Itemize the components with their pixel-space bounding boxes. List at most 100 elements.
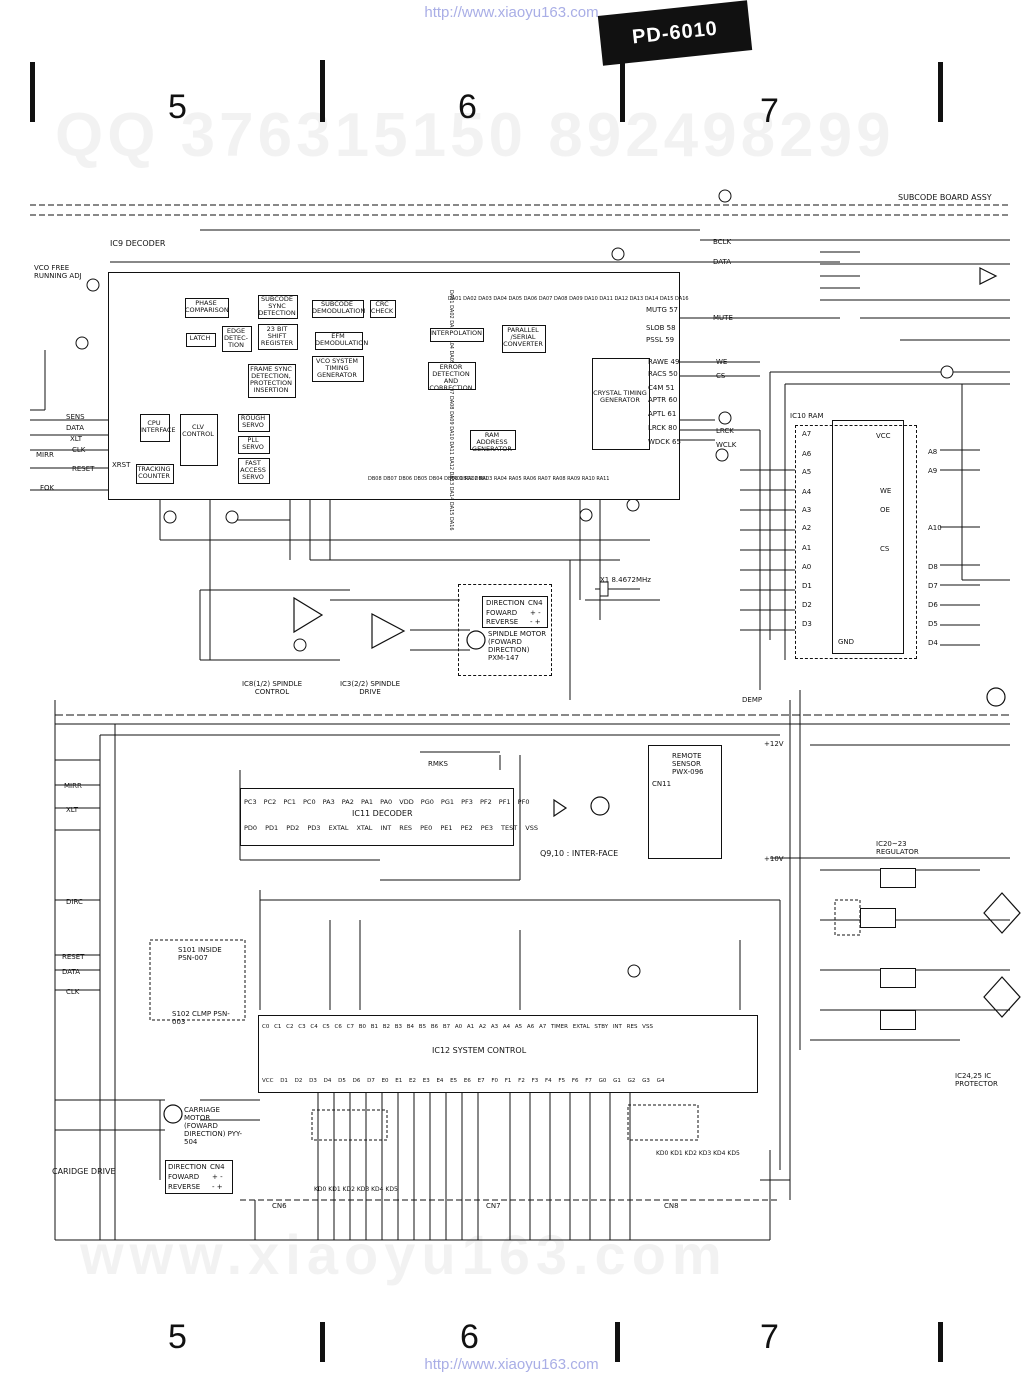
footer-url: http://www.xiaoyu163.com bbox=[424, 1356, 599, 1373]
ic9-block-text: PHASE COMPARISON bbox=[185, 299, 229, 314]
header-url: http://www.xiaoyu163.com bbox=[424, 4, 599, 21]
signal-right: BCLK bbox=[713, 238, 732, 246]
rmks-label: RMKS bbox=[428, 760, 448, 768]
zone-tick bbox=[320, 1322, 325, 1362]
connector-label: CN8 bbox=[664, 1202, 679, 1210]
kd-labels-lower: KD0 KD1 KD2 KD3 KD4 KD5 bbox=[314, 1186, 398, 1193]
direction-table-carriage bbox=[165, 1160, 233, 1194]
plus10v-label: +10V bbox=[764, 855, 784, 863]
signal-right: LRCK bbox=[716, 427, 734, 435]
ic9-data-pins: DB08 DB07 DB06 DB05 DB04 DB03 DB02 DB01 bbox=[368, 476, 489, 482]
ic10-right: OE bbox=[880, 506, 890, 514]
ic10-left: A0 bbox=[802, 563, 812, 571]
ic9-block-text: PARALLEL /SERIAL CONVERTER bbox=[503, 326, 543, 348]
ic9-block-text: CLV CONTROL bbox=[182, 423, 214, 438]
remote-sensor bbox=[648, 745, 722, 859]
ic9-block-crc bbox=[370, 300, 396, 318]
signal-left: XLT bbox=[66, 806, 79, 814]
ic10-left: A1 bbox=[802, 544, 812, 552]
ic9-block-text: EFM DEMODULATION bbox=[315, 332, 369, 347]
ic10-right: CS bbox=[880, 545, 890, 553]
signal-right: WCLK bbox=[716, 441, 737, 449]
direction-row: - + bbox=[530, 618, 541, 626]
ic10-label: IC10 RAM bbox=[790, 412, 824, 420]
plus12v-label: +12V bbox=[764, 740, 784, 748]
signal-right: CS bbox=[716, 372, 726, 380]
ic9-block-text: EDGE DETEC-TION bbox=[223, 327, 249, 349]
ic9-block-clv bbox=[180, 414, 218, 466]
ic9-block-text: VCO SYSTEM TIMING GENERATOR bbox=[315, 357, 359, 379]
ic3-spindle-label: IC3(2/2) SPINDLE DRIVE bbox=[339, 680, 401, 696]
ic9-block-text: PLL SERVO bbox=[242, 436, 264, 451]
ic9-block-text: RAM ADDRESS GENERATOR bbox=[472, 431, 512, 453]
zone-label: 5 bbox=[168, 1318, 187, 1356]
signal-left: RESET bbox=[72, 465, 95, 473]
signal-left: XLT bbox=[70, 435, 83, 443]
signal-right: MUTE bbox=[713, 314, 733, 322]
signal-left: CLK bbox=[72, 446, 86, 454]
ic10-right: A9 bbox=[928, 467, 938, 475]
ic9-block-text: FAST ACCESS SERVO bbox=[240, 459, 266, 481]
ic9-block-vcotiming bbox=[312, 356, 364, 382]
ic10-left: A7 bbox=[802, 430, 812, 438]
ic9-block-crystal bbox=[592, 358, 650, 450]
ic9-block-track bbox=[136, 464, 174, 484]
ic9-pin-right: SLOB 58 bbox=[646, 324, 676, 332]
ic9-block-edge bbox=[222, 326, 252, 352]
direction-row: REVERSE bbox=[168, 1183, 201, 1191]
ic9-pin-right: APTR 60 bbox=[648, 396, 678, 404]
ic10-left: A4 bbox=[802, 488, 812, 496]
ic10-right: D5 bbox=[928, 620, 938, 628]
ic9-block-text: ROUGH SERVO bbox=[240, 414, 266, 429]
ic9-block-text: LATCH bbox=[189, 334, 211, 342]
signal-right: WE bbox=[716, 358, 728, 366]
zone-tick bbox=[30, 62, 35, 122]
ic9-block-latch bbox=[186, 333, 216, 347]
ic24-25-label: IC24,25 IC PROTECTOR bbox=[955, 1072, 998, 1088]
ic9-block-shift bbox=[258, 324, 298, 350]
ic9-block-phase bbox=[185, 298, 229, 318]
ic10-left: A5 bbox=[802, 468, 812, 476]
direction-row: FOWARD bbox=[168, 1173, 200, 1181]
signal-left: MIRR bbox=[64, 782, 82, 790]
direction-header: DIRECTION bbox=[486, 599, 525, 607]
ic10-left: D1 bbox=[802, 582, 812, 590]
ic10-right: D7 bbox=[928, 582, 938, 590]
ic9-block-text: CRC CHECK bbox=[370, 300, 394, 315]
carriage-drive-label: CARIDGE DRIVE bbox=[52, 1167, 116, 1176]
ic11-decoder bbox=[240, 788, 514, 846]
direction-row: - + bbox=[212, 1183, 223, 1191]
ic9-block-error bbox=[428, 362, 476, 390]
ic9-block-rough bbox=[238, 414, 270, 432]
ic9-addr-pins: RA01 RA02 RA03 RA04 RA05 RA06 RA07 RA08 … bbox=[450, 476, 610, 482]
ic10-outline bbox=[795, 425, 917, 659]
ic9-block-pll bbox=[238, 436, 270, 454]
signal-left: CLK bbox=[66, 988, 80, 996]
ic9-pin-right: APTL 61 bbox=[648, 410, 677, 418]
ic10-right: D4 bbox=[928, 639, 938, 647]
ic10-right: VCC bbox=[876, 432, 891, 440]
zone-tick bbox=[615, 1322, 620, 1362]
ic12-label: IC12 SYSTEM CONTROL bbox=[432, 1046, 527, 1055]
ic8-spindle-label: IC8(1/2) SPINDLE CONTROL bbox=[241, 680, 303, 696]
direction-row: + - bbox=[212, 1173, 223, 1181]
kd-labels: KD0 KD1 KD2 KD3 KD4 KD5 bbox=[656, 1150, 740, 1157]
signal-left: SENS bbox=[66, 413, 85, 421]
direction-table-spindle bbox=[482, 596, 548, 628]
zone-label: 6 bbox=[458, 88, 477, 126]
ic9-block-text: FRAME SYNC DETECTION, PROTECTION INSERTI… bbox=[249, 365, 293, 394]
ic10-right: WE bbox=[880, 487, 892, 495]
zone-tick bbox=[620, 62, 625, 122]
ic9-pin-right: MUTG 57 bbox=[646, 306, 678, 314]
ic10-ram bbox=[832, 420, 904, 654]
spindle-box bbox=[458, 584, 552, 676]
ic9-label: IC9 DECODER bbox=[110, 239, 166, 248]
ic9-block-parallel bbox=[502, 325, 546, 353]
direction-header: CN4 bbox=[528, 599, 543, 607]
spindle-motor-label: SPINDLE MOTOR (FOWARD DIRECTION) PXM-147 bbox=[488, 630, 547, 662]
ic12-top-pins: C0 C1 C2 C3 C4 C5 C6 C7 B0 B1 B2 B3 B4 B… bbox=[262, 1024, 653, 1030]
ic10-right: A8 bbox=[928, 448, 938, 456]
direction-row: REVERSE bbox=[486, 618, 519, 626]
ic9-pin-right: RAWE 49 bbox=[648, 358, 680, 366]
